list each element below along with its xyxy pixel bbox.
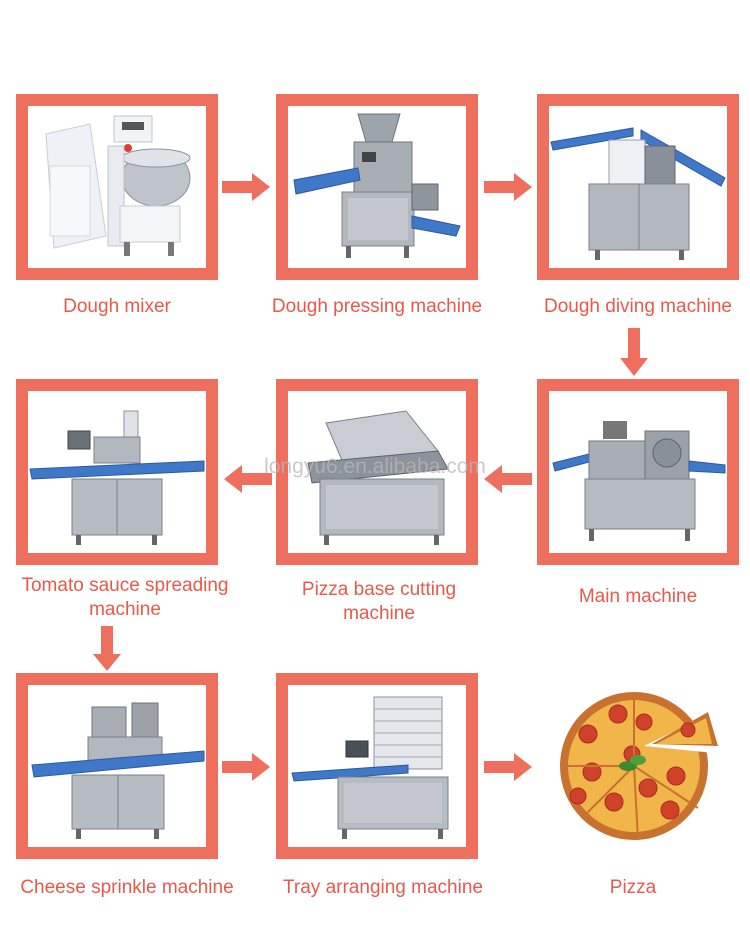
tomato-sauce-spreading-machine-frame — [16, 379, 218, 565]
step-label-cheese-sprinkle-machine: Cheese sprinkle machine — [20, 877, 234, 898]
arrow-left-icon — [224, 465, 272, 493]
arrow-right-icon — [222, 173, 270, 201]
tomato-sauce-spreading-machine-icon — [29, 410, 205, 545]
arrow-right-icon — [222, 753, 270, 781]
dough-pressing-machine-frame — [276, 94, 478, 280]
pizza-icon — [560, 692, 724, 841]
step-label-dough-dividing-machine: Dough diving machine — [543, 296, 732, 317]
step-label-tray-arranging-machine: Tray arranging machine — [283, 877, 483, 898]
step-label-pizza: Pizza — [609, 877, 657, 898]
dough-mixer-icon — [45, 115, 191, 256]
arrow-right-icon — [484, 173, 532, 201]
dough-mixer-frame — [16, 94, 218, 280]
dough-dividing-machine-frame — [537, 94, 739, 280]
step-label-dough-mixer: Dough mixer — [63, 296, 171, 317]
cheese-sprinkle-machine-icon — [31, 702, 205, 839]
arrow-down-icon — [93, 626, 121, 671]
pizza-base-cutting-machine-frame — [276, 379, 478, 565]
main-machine-icon — [552, 421, 726, 541]
step-label-tomato-sauce-spreading-machine: Tomato sauce spreading machine — [21, 575, 229, 620]
cheese-sprinkle-machine-frame — [16, 673, 218, 859]
tray-arranging-machine-frame — [276, 673, 478, 859]
watermark: longyu6.en.alibaba.com — [264, 455, 486, 478]
step-label-pizza-base-cutting-machine: Pizza base cutting machine — [301, 579, 457, 624]
arrow-right-icon — [484, 753, 532, 781]
tray-arranging-machine-icon — [291, 696, 449, 839]
step-label-main-machine: Main machine — [578, 586, 698, 607]
arrow-left-icon — [484, 465, 532, 493]
step-label-dough-pressing-machine: Dough pressing machine — [271, 296, 483, 317]
main-machine-frame — [537, 379, 739, 565]
arrow-down-icon — [620, 328, 648, 376]
dough-pressing-machine-icon — [293, 113, 461, 258]
dough-dividing-machine-icon — [550, 127, 726, 260]
pizza-base-cutting-machine-icon — [307, 410, 449, 545]
